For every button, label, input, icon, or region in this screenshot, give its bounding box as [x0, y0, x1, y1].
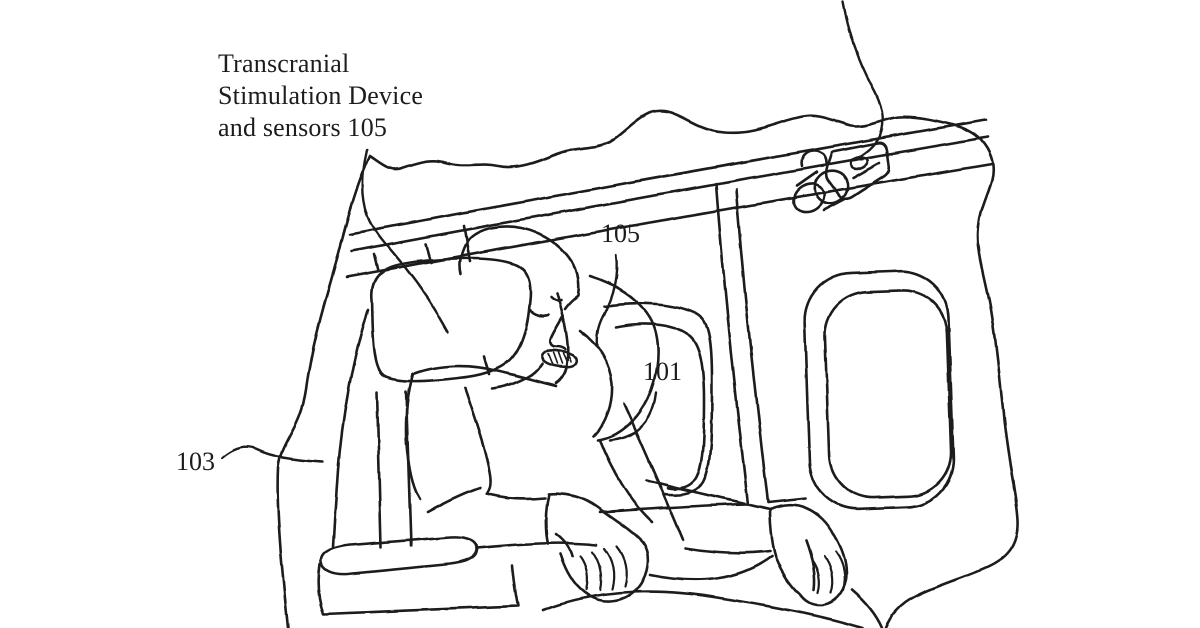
sketch-line [557, 352, 563, 365]
door-pillar [598, 182, 808, 514]
sketch-line [823, 289, 953, 499]
annotation-transcranial-stimulation-device: Transcranial Stimulation Device and sens… [218, 48, 423, 144]
sketch-line [824, 141, 891, 201]
leader-description-to-headrest [361, 148, 450, 334]
sketch-line [615, 545, 628, 588]
closed-eye [528, 308, 550, 318]
annotation-line-3: and sensors 105 [218, 113, 388, 142]
leader-camera [841, 0, 884, 160]
sketch-line [851, 161, 882, 180]
sketch-line [276, 109, 1020, 628]
roof-rail [344, 118, 994, 279]
sketch-line [648, 554, 774, 582]
sketch-line [547, 353, 553, 365]
cabin-outline [276, 109, 1020, 628]
sketch-line [485, 492, 547, 501]
annotation-line-1: Transcranial [218, 49, 350, 78]
occupant-lap [541, 554, 884, 628]
left-hand [544, 492, 650, 603]
sketch-line [804, 538, 816, 592]
sketch-line [822, 554, 834, 595]
middle-window [602, 301, 714, 496]
seat-back-frame [375, 390, 383, 549]
sketch-line [792, 182, 826, 214]
sketch-line [598, 502, 750, 514]
sketch-line [714, 182, 750, 506]
sketch-line [766, 496, 808, 504]
sketch-line [800, 149, 828, 168]
leader-101 [608, 390, 658, 442]
sketch-line [490, 362, 544, 391]
sketch-line [482, 354, 491, 376]
sketch-line [411, 364, 558, 388]
sketch-line [614, 322, 706, 490]
sketch-line [475, 541, 598, 550]
sketch-line [426, 486, 482, 514]
ceiling-sensor-camera-icon [792, 141, 891, 214]
armrest [319, 535, 479, 576]
sketch-line [795, 170, 819, 188]
leader-103 [220, 446, 324, 464]
headrest-pillow [370, 257, 532, 383]
sketch-line [548, 314, 567, 352]
sketch-line [834, 550, 846, 592]
sketch-line [822, 197, 847, 212]
sketch-line [463, 386, 493, 496]
sketch-line [645, 478, 772, 511]
right-hand [768, 503, 848, 607]
sketch-line [590, 550, 603, 592]
sketch-line [541, 590, 864, 628]
annotation-line-2: Stimulation Device [218, 81, 424, 110]
sketch-line [813, 169, 849, 205]
sketch-line [563, 294, 580, 311]
occupant-head [458, 225, 581, 391]
sketch-line [578, 328, 614, 438]
sketch-line [466, 225, 581, 297]
sketch-line [544, 492, 551, 546]
occupant-torso [404, 364, 772, 554]
sketch-line [372, 252, 380, 273]
sketch-line [803, 269, 955, 511]
sketch-line [598, 438, 654, 524]
sketch-line [602, 301, 714, 496]
sketch-line [578, 554, 589, 592]
sketch-line [348, 118, 988, 236]
seat [317, 257, 598, 616]
sketch-line [554, 532, 574, 558]
sketch-line [622, 402, 685, 542]
sketch-line [850, 588, 884, 628]
sketch-line [331, 308, 370, 550]
leader-lines [220, 0, 884, 464]
leader-105 [595, 254, 618, 347]
sketch-line [768, 503, 848, 607]
sketch-line [350, 135, 990, 253]
right-window [803, 269, 955, 511]
sketch-line [554, 291, 570, 385]
sketch-line [404, 372, 422, 502]
sketch-line [588, 274, 660, 442]
sketch-line [734, 188, 770, 504]
reference-numeral-101: 101 [643, 357, 682, 386]
sketch-line [317, 562, 520, 616]
sketch-line [458, 238, 470, 276]
sketch-line [810, 558, 821, 595]
reference-numeral-105: 105 [601, 219, 640, 248]
reference-numeral-103: 103 [176, 447, 215, 476]
occupant [404, 225, 884, 628]
sketch-line [547, 492, 650, 603]
sketch-line [602, 547, 615, 591]
sketch-line [552, 352, 558, 365]
neck-pillow-device [578, 274, 660, 442]
sketch-line [683, 546, 772, 554]
